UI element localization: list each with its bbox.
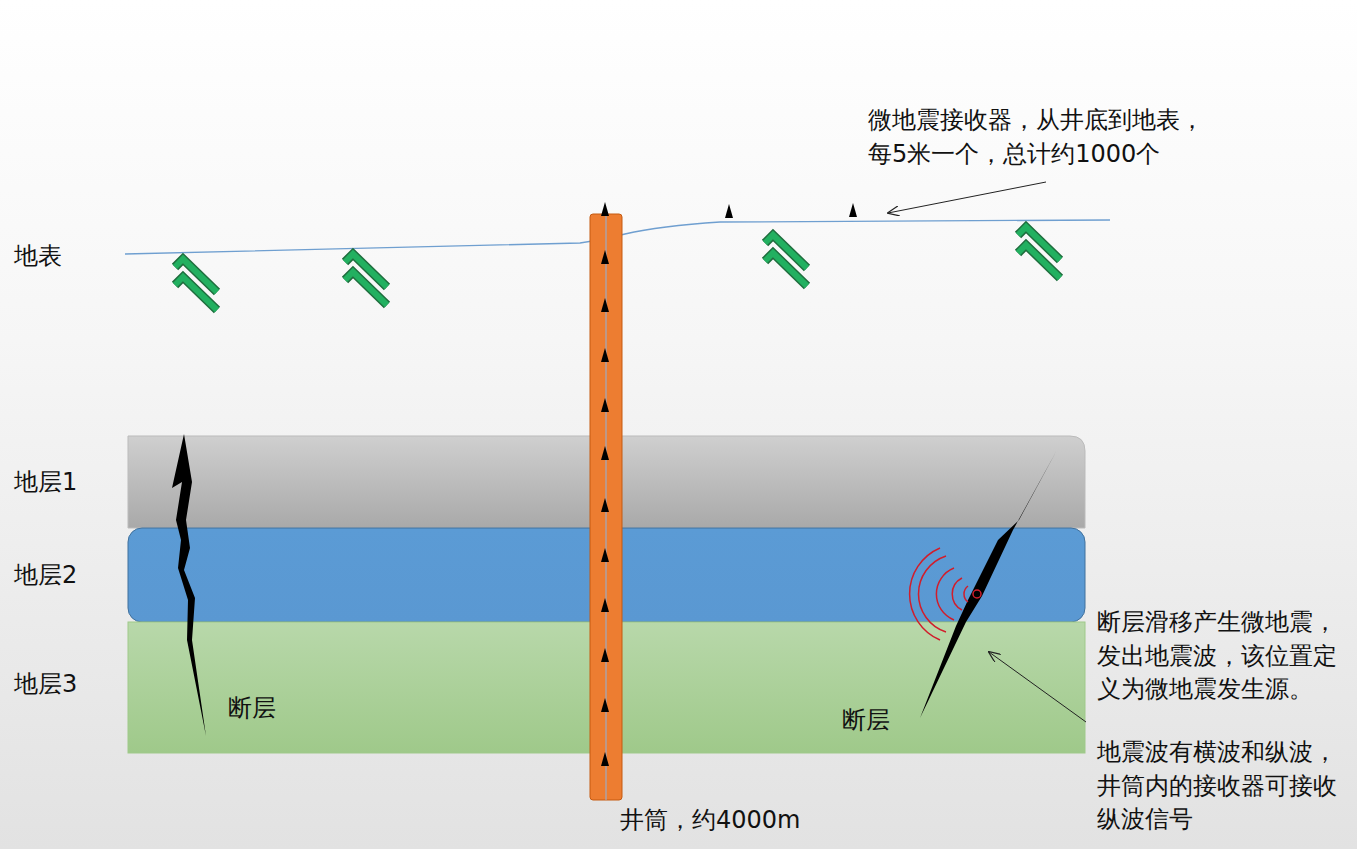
fault-right	[920, 450, 1057, 718]
fault-left	[172, 434, 206, 736]
seismic-source	[910, 548, 981, 640]
note-text: 断层滑移产生微地震，发出地震波，该位置定义为微地震发生源。	[1097, 606, 1341, 707]
leader-line	[888, 182, 1046, 213]
well-label: 井筒，约4000m	[620, 804, 800, 838]
layer-name: 地层1	[14, 466, 77, 500]
note-text: 地震波有横波和纵波，井筒内的接收器可接收纵波信号	[1097, 736, 1341, 837]
wellbore	[590, 214, 622, 800]
receivers	[601, 202, 857, 766]
layer-name: 地层3	[14, 668, 77, 702]
layer-name: 地表	[14, 240, 62, 274]
callout-text: 微地震接收器，从井底到地表，每5米一个，总计约1000个	[868, 104, 1208, 171]
leader-line	[989, 652, 1086, 722]
fault-label: 断层	[228, 692, 276, 726]
fault-label: 断层	[842, 704, 890, 738]
layer-name: 地层2	[14, 559, 77, 593]
